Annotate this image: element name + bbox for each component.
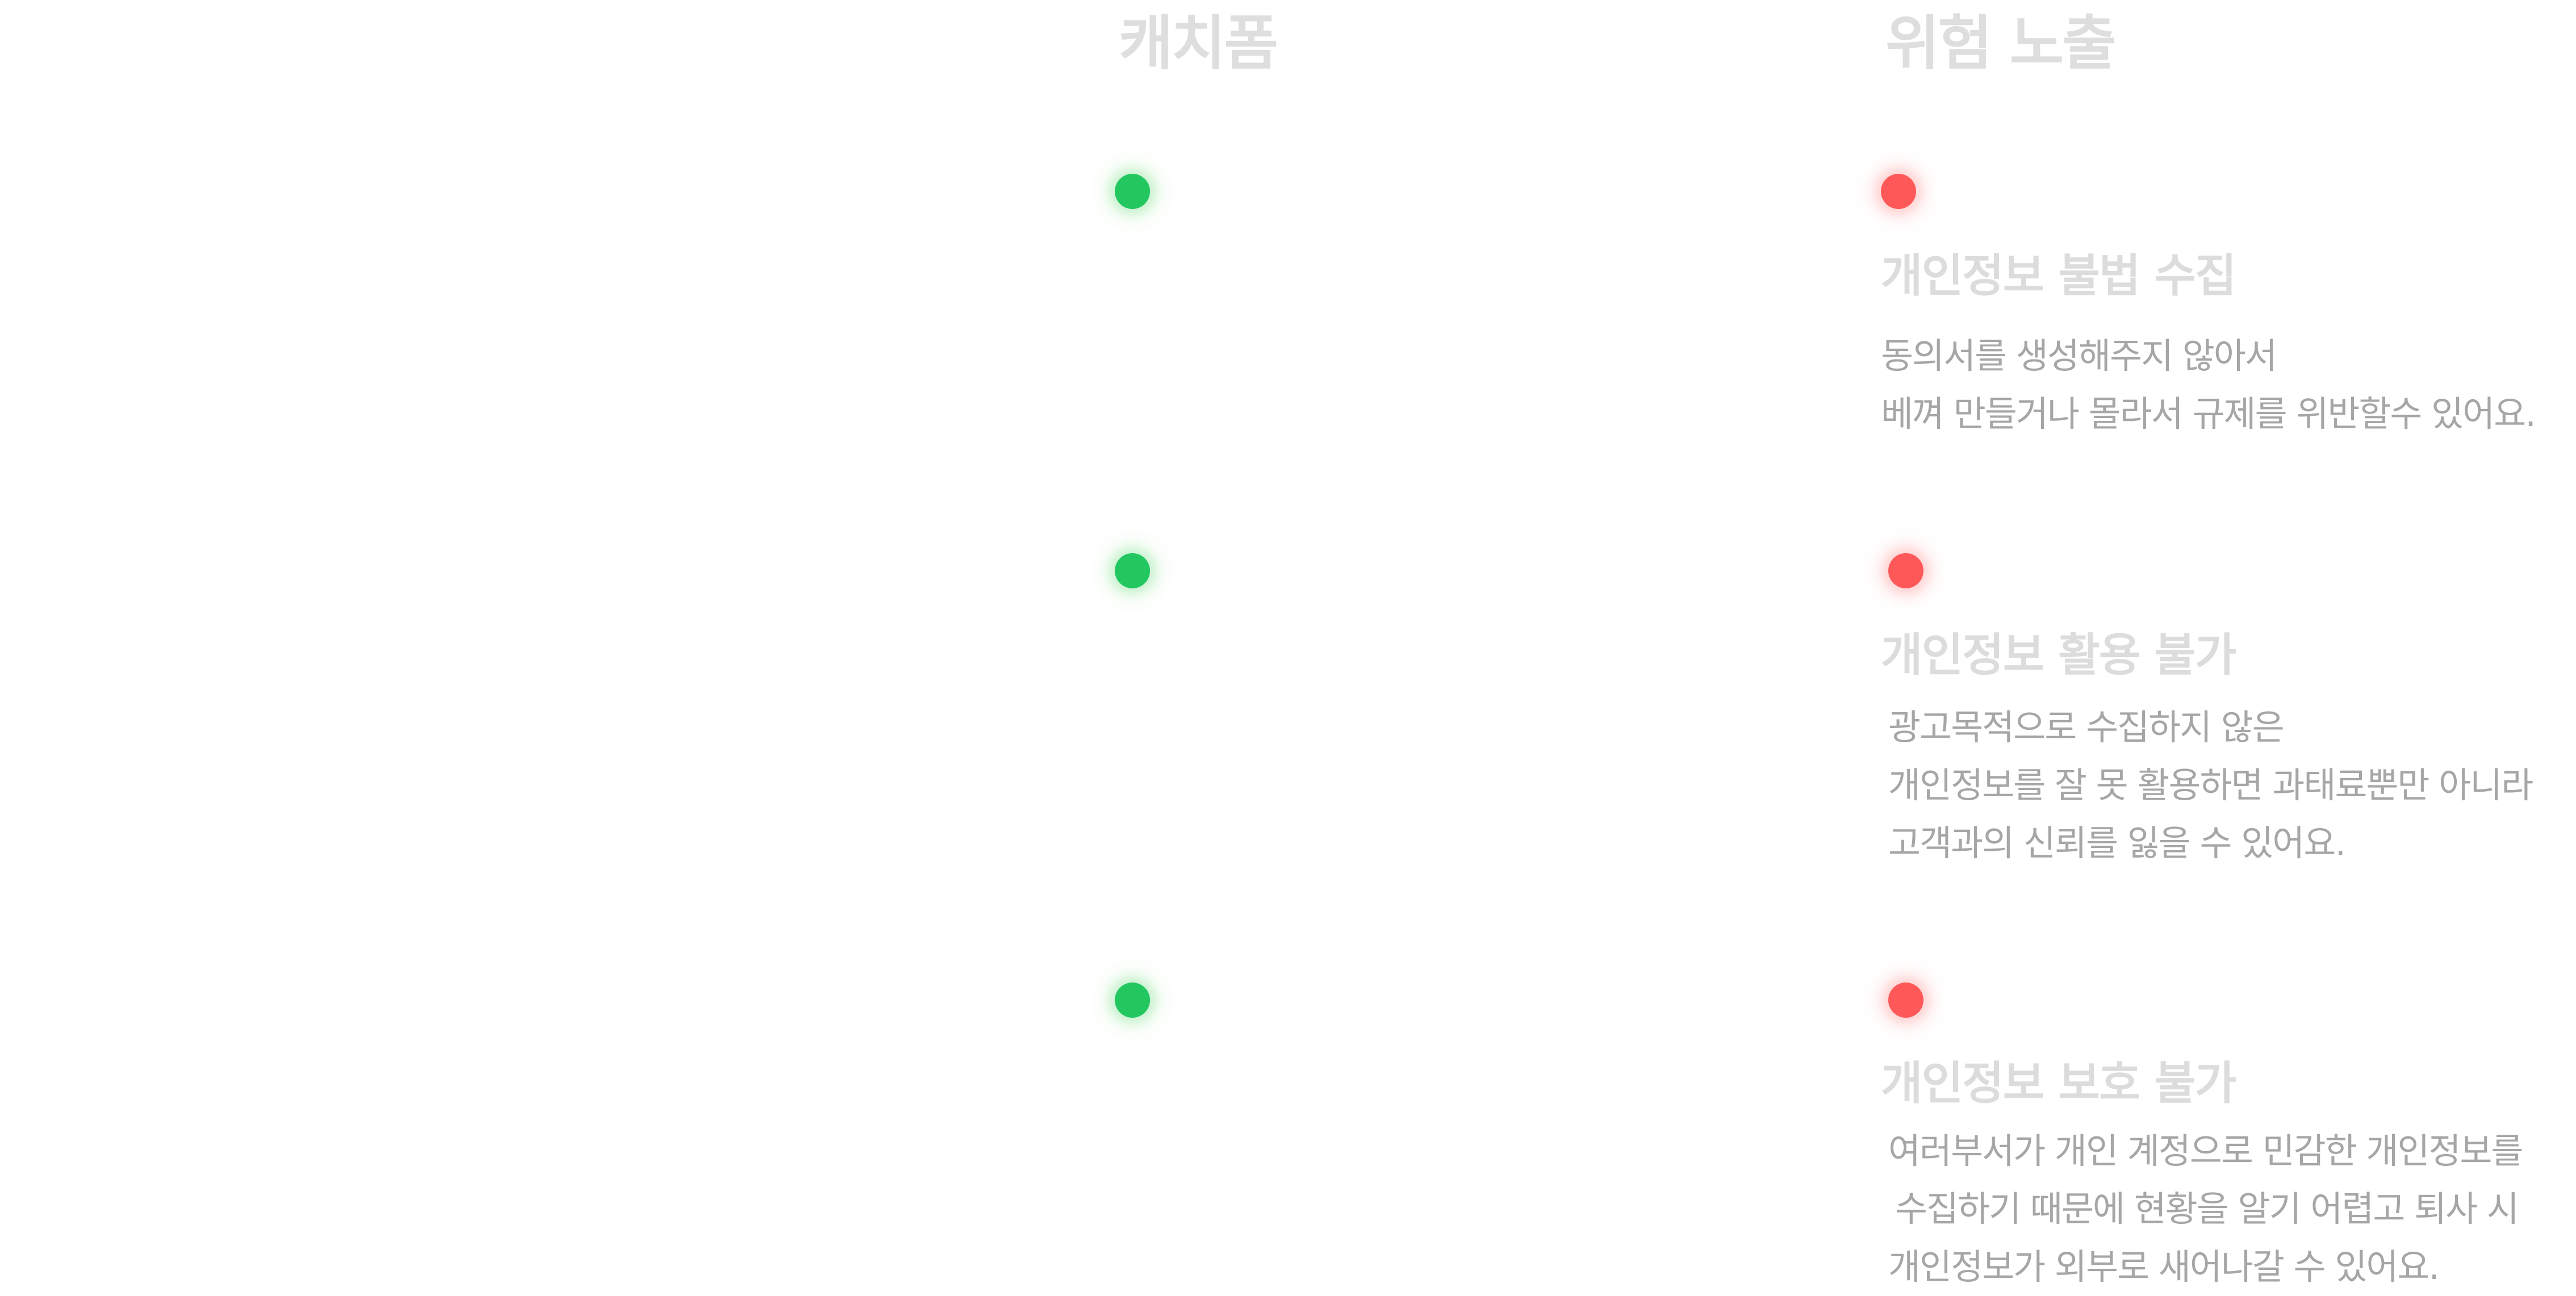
catchform-status-dot-3 <box>1115 983 1150 1018</box>
risk-status-dot-1 <box>1881 174 1916 209</box>
risk-description-line: 여러부서가 개인 계정으로 민감한 개인정보를 <box>1888 1130 2524 1172</box>
risk-column-header: 위험 노출 <box>1885 9 2117 78</box>
catchform-status-dot-2 <box>1115 553 1150 588</box>
risk-title-1: 개인정보 불법 수집 <box>1881 249 2237 302</box>
risk-description-3: 여러부서가 개인 계정으로 민감한 개인정보를 수집하기 때문에 현황을 알기 … <box>1888 1122 2524 1296</box>
risk-description-2: 광고목적으로 수집하지 않은 개인정보를 잘 못 활용하면 과태료뿐만 아니라 … <box>1888 699 2533 872</box>
risk-status-dot-2 <box>1888 553 1923 588</box>
risk-description-line: 개인정보를 잘 못 활용하면 과태료뿐만 아니라 <box>1888 764 2533 806</box>
risk-title-3: 개인정보 보호 불가 <box>1881 1057 2237 1110</box>
risk-description-line: 수집하기 때문에 현황을 알기 어렵고 퇴사 시 <box>1895 1188 2519 1230</box>
risk-description-line: 동의서를 생성해주지 않아서 <box>1881 335 2277 377</box>
risk-description-line: 광고목적으로 수집하지 않은 <box>1888 706 2285 748</box>
catchform-status-dot-1 <box>1115 174 1150 209</box>
risk-description-line: 개인정보가 외부로 새어나갈 수 있어요. <box>1888 1246 2440 1287</box>
risk-description-1: 동의서를 생성해주지 않아서 베껴 만들거나 몰라서 규제를 위반할수 있어요. <box>1881 327 2536 443</box>
risk-status-dot-3 <box>1888 983 1923 1018</box>
catchform-column-header: 캐치폼 <box>1119 9 1278 78</box>
risk-title-2: 개인정보 활용 불가 <box>1881 629 2237 682</box>
risk-description-line: 고객과의 신뢰를 잃을 수 있어요. <box>1888 822 2346 864</box>
risk-description-line: 베껴 만들거나 몰라서 규제를 위반할수 있어요. <box>1881 393 2536 434</box>
